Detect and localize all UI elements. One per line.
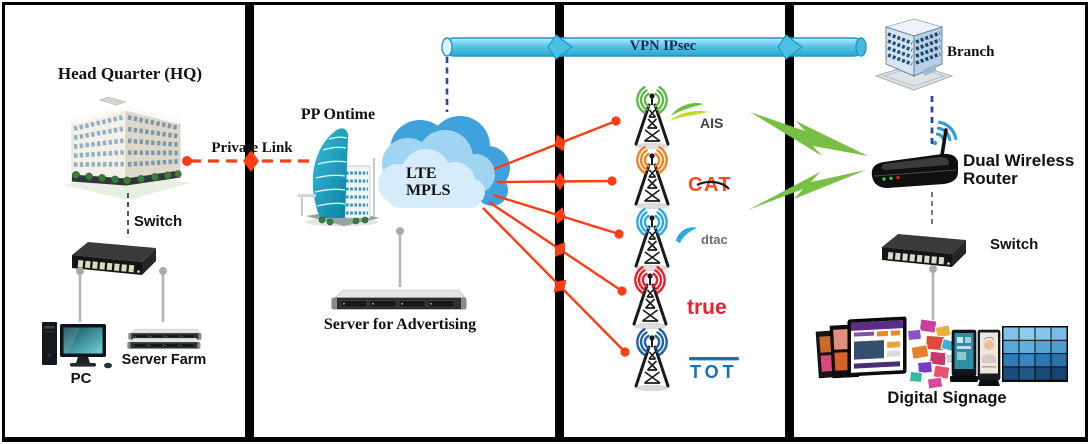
branch-switch-label: Switch xyxy=(990,236,1039,253)
carrier-ais: AIS xyxy=(633,85,723,151)
dual-wireless-router-icon xyxy=(871,128,958,188)
cloud-label: LTE MPLS xyxy=(406,165,451,200)
ais-logo: AIS xyxy=(700,115,723,131)
lte-mpls-cloud xyxy=(378,116,510,208)
carrier-dtac: dtac xyxy=(633,207,728,273)
photo-collage xyxy=(906,318,959,390)
branch-building-icon xyxy=(874,18,954,91)
kiosk-1 xyxy=(950,329,978,382)
pp-ontime-label: PP Ontime xyxy=(300,106,376,123)
private-link-line xyxy=(182,150,312,172)
branch-label: Branch xyxy=(947,44,995,60)
server-farm-label: Server Farm xyxy=(121,352,207,368)
carrier-true: true xyxy=(631,266,727,331)
section-divider-3 xyxy=(785,4,794,440)
link-node xyxy=(76,267,84,275)
hq-switch-label: Switch xyxy=(133,213,183,230)
dual-wireless-router-label: Dual Wireless Router xyxy=(963,151,1075,189)
true-logo: true xyxy=(687,296,727,319)
private-link-label: Private Link xyxy=(211,140,293,156)
advertising-server-icon xyxy=(331,289,467,310)
dtac-logo: dtac xyxy=(701,232,728,247)
hq-switch-drop-links xyxy=(78,272,165,322)
hq-switch-icon xyxy=(72,242,156,275)
switch-signage-link xyxy=(929,265,937,322)
carrier-tot: TOT xyxy=(633,328,739,393)
carrier-cat: CAT xyxy=(633,145,732,211)
advertising-server-label: Server for Advertising xyxy=(323,316,477,333)
pc-icon xyxy=(42,322,112,369)
vpn-tube xyxy=(441,34,867,60)
digital-signage-label: Digital Signage xyxy=(887,389,1007,407)
branch-switch-icon xyxy=(882,234,966,267)
section-divider-1 xyxy=(245,4,254,440)
video-wall xyxy=(1002,326,1068,382)
hq-title: Head Quarter (HQ) xyxy=(57,64,203,83)
wireless-bolts xyxy=(748,112,868,210)
pc-label: PC xyxy=(70,370,92,387)
server-farm-icon xyxy=(127,328,202,349)
pp-ontime-building-icon xyxy=(298,128,380,227)
kiosk-2 xyxy=(977,329,1001,386)
cloud-server-link xyxy=(396,227,404,287)
carrier-link-nodes xyxy=(553,116,630,357)
tot-logo: TOT xyxy=(690,362,738,382)
cat-logo: CAT xyxy=(688,174,732,196)
hq-building-icon xyxy=(64,96,190,200)
digital-signage-icons xyxy=(815,316,1068,390)
link-node xyxy=(159,267,167,275)
vpn-label: VPN IPsec xyxy=(629,38,697,54)
